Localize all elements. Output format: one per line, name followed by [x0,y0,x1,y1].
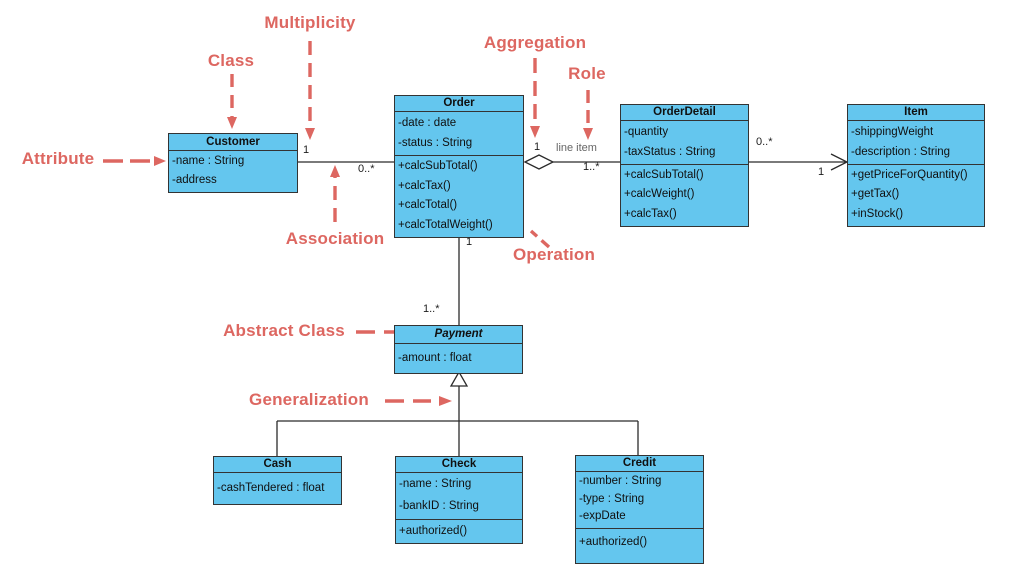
multiplicity-label-order-payment: 1 [466,236,473,248]
annotation-label-generalization: Generalization [249,390,369,409]
attribute-row: -description : String [851,146,951,158]
annotation-label-class: Class [207,51,255,70]
generalization-pointer-arrow [385,396,452,406]
attribute-row: -cashTendered : float [217,482,325,494]
class-title: Payment [395,326,522,344]
generalization-tree [276,370,639,456]
class-box-cash: Cash -cashTendered : float [213,456,342,505]
attribute-row: -name : String [172,155,245,167]
class-box-check: Check -name : String -bankID : String +a… [395,456,523,544]
annotation-label-operation: Operation [512,245,596,264]
attribute-row: -quantity [624,126,669,138]
class-title: Item [848,105,984,121]
class-box-orderdetail: OrderDetail -quantity -taxStatus : Strin… [620,104,749,227]
annotation-label-attribute: Attribute [21,149,95,168]
aggregation-diamond [523,154,555,170]
aggregation-order-orderdetail [523,154,620,170]
attribute-row: -bankID : String [399,499,479,512]
attribute-row: -shippingWeight [851,126,934,138]
class-box-order: Order -date : date -status : String +cal… [394,95,524,238]
class-pointer-arrow [227,74,237,129]
attribute-pointer-arrow [103,156,166,166]
multiplicity-label-customer-end: 1 [303,144,310,156]
multiplicity-label-orderdetail-end: 1..* [583,161,600,173]
operation-row: +calcTotalWeight() [398,218,493,231]
class-title: OrderDetail [621,105,748,121]
attribute-row: -type : String [579,492,645,505]
operation-row: +calcTax() [624,207,677,220]
annotation-label-abstract-class: Abstract Class [223,321,345,340]
annotation-label-multiplicity: Multiplicity [264,13,356,32]
attribute-row: -taxStatus : String [624,146,716,158]
class-title: Check [396,457,522,473]
class-box-item: Item -shippingWeight -description : Stri… [847,104,985,227]
association-pointer-arrow [330,165,340,222]
attribute-row: -expDate [579,510,626,523]
attribute-row: -date : date [398,117,457,129]
annotation-label-association: Association [285,229,385,248]
operation-row: +calcSubTotal() [398,160,478,172]
class-title: Cash [214,457,341,473]
class-box-customer: Customer -name : String -address [168,133,298,193]
multiplicity-pointer-arrow [305,41,315,140]
multiplicity-label-order-end: 0..* [358,163,375,175]
operation-row: +inStock() [851,207,904,220]
operation-row: +getPriceForQuantity() [851,169,968,181]
operation-row: +calcTax() [398,179,451,192]
operation-row: +authorized() [399,525,468,537]
annotation-label-aggregation: Aggregation [483,33,587,52]
attribute-row: -status : String [398,137,473,149]
class-title: Customer [169,134,297,151]
role-pointer-arrow [583,90,593,140]
operation-row: +getTax() [851,188,900,201]
operation-row: +calcTotal() [398,199,458,211]
open-arrowhead [830,153,849,171]
multiplicity-label-detail-item-near: 0..* [756,136,773,148]
association-orderdetail-item [749,153,849,171]
class-title: Credit [576,456,703,472]
class-title: Order [395,96,523,112]
multiplicity-label-payment-end: 1..* [423,303,440,315]
attribute-row: -address [172,174,217,186]
role-label-line-item: line item [556,142,597,154]
generalization-triangle [449,370,469,387]
multiplicity-label-detail-item-far: 1 [818,166,825,178]
attribute-row: -amount : float [398,352,472,364]
operation-row: +authorized() [579,536,648,548]
attribute-row: -number : String [579,475,662,487]
class-box-credit: Credit -number : String -type : String -… [575,455,704,564]
attribute-row: -name : String [399,478,472,490]
operation-row: +calcWeight() [624,188,695,201]
multiplicity-label-aggregation-end: 1 [534,141,541,153]
aggregation-pointer-arrow [530,58,540,138]
operation-row: +calcSubTotal() [624,169,704,181]
annotation-label-role: Role [568,64,606,83]
class-box-payment: Payment -amount : float [394,325,523,374]
